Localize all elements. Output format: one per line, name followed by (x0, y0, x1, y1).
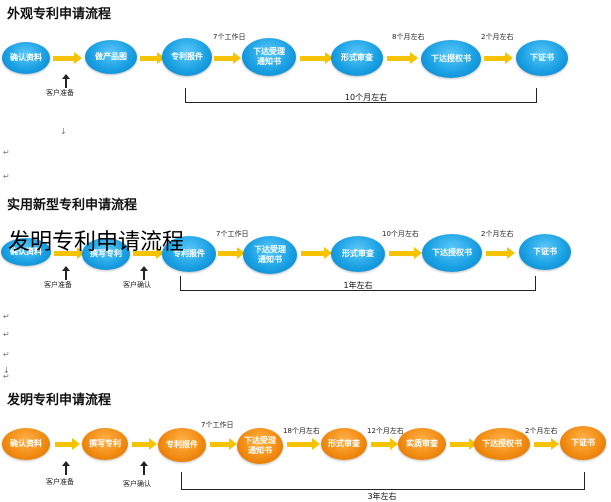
editor-mark-7: ↓ (3, 366, 10, 375)
flow1-node-patent-filing: 专利报件 (162, 38, 212, 76)
editor-mark-5: ↵ (3, 330, 10, 339)
flow3-node-substantive-exam: 实质审查 (398, 428, 446, 460)
flow2-arrow-2 (133, 247, 164, 259)
flow3-label-2-months: 2个月左右 (525, 427, 558, 435)
flow2-arrow-1 (54, 247, 85, 259)
flow2-customer-prep: 客户准备 (44, 281, 72, 289)
flow2-label-7-workdays: 7个工作日 (216, 230, 249, 238)
flow2-up-arrow-icon-2 (140, 266, 148, 280)
flow2-arrow-6 (486, 247, 515, 259)
flow2-node-patent-filing: 专利报件 (162, 236, 216, 272)
flow2-label-2-months: 2个月左右 (481, 230, 514, 238)
flow2-arrow-4 (301, 247, 332, 259)
flow3-arrow-6 (450, 438, 477, 450)
flow2-node-grant-notice: 下达授权书 (422, 234, 482, 272)
flow1-arrow-3 (214, 52, 241, 64)
flow3-label-12-months: 12个月左右 (367, 427, 404, 435)
flow1-node-grant-notice: 下达授权书 (421, 40, 481, 78)
flow3-node-grant-notice: 下达授权书 (474, 428, 530, 460)
flow2-arrow-5 (389, 247, 422, 259)
flow1-label-8-months: 8个月左右 (392, 33, 425, 41)
flow3-arrow-4 (287, 438, 320, 450)
flow3-up-arrow-icon-2 (140, 461, 148, 475)
flow3-arrow-3 (210, 438, 237, 450)
flow3-arrow-5 (371, 438, 398, 450)
flow3-duration: 3年左右 (367, 492, 397, 501)
flow2-customer-confirm: 客户确认 (123, 281, 151, 289)
flow2-node-write-patent: 撰写专利 (82, 238, 130, 270)
flow1-customer-prep: 客户准备 (46, 89, 74, 97)
flow1-title: 外观专利申请流程 (7, 7, 112, 22)
flow3-node-patent-filing: 专利报件 (158, 428, 206, 462)
flow3-node-formal-exam: 形式审查 (321, 428, 367, 460)
flow1-arrow-6 (484, 52, 513, 64)
flow1-node-certificate: 下证书 (516, 40, 568, 76)
flow2-node-formal-exam: 形式审查 (331, 236, 385, 272)
flow3-arrow-1 (55, 438, 80, 450)
flow2-arrow-3 (218, 247, 245, 259)
flow2-duration-bracket (180, 276, 536, 291)
flow3-customer-confirm: 客户确认 (123, 480, 151, 488)
flow2-node-certificate: 下证书 (519, 234, 571, 270)
flow1-label-7-workdays: 7个工作日 (213, 33, 246, 41)
flow3-customer-prep: 客户准备 (46, 478, 74, 486)
flow1-duration-bracket (185, 88, 537, 103)
flow2-node-acceptance-notice: 下达受理 通知书 (243, 236, 297, 274)
flow1-duration: 10个月左右 (344, 93, 388, 102)
flow2-label-10-months: 10个月左右 (382, 230, 419, 238)
editor-mark-1: ↓ (60, 127, 67, 136)
flow1-label-2-months: 2个月左右 (481, 33, 514, 41)
flow1-node-acceptance-notice: 下达受理 通知书 (242, 38, 296, 76)
flow1-arrow-4 (300, 52, 333, 64)
editor-mark-3: ↵ (3, 172, 10, 181)
flow1-up-arrow-icon (62, 74, 70, 88)
flow2-title: 实用新型专利申请流程 (7, 198, 138, 213)
flow3-node-confirm-materials: 确认资料 (2, 428, 50, 460)
flow1-arrow-5 (387, 52, 418, 64)
flow1-node-product-drawing: 做产品图 (85, 40, 137, 74)
editor-mark-6: ↵ (3, 350, 10, 359)
flow1-node-confirm-materials: 确认资料 (2, 42, 50, 74)
flow3-title: 发明专利申请流程 (7, 393, 112, 408)
flow3-label-18-months: 18个月左右 (283, 427, 320, 435)
flow2-up-arrow-icon-1 (62, 266, 70, 280)
flow3-node-write-patent: 撰写专利 (82, 428, 128, 460)
flow2-duration: 1年左右 (343, 281, 373, 290)
flow1-arrow-2 (140, 52, 165, 64)
editor-mark-2: ↵ (3, 148, 10, 157)
flow2-node-confirm-materials: 确认资料 (1, 238, 51, 266)
flow1-arrow-1 (53, 52, 82, 64)
flow3-arrow-2 (132, 438, 157, 450)
flow3-node-certificate: 下证书 (560, 426, 606, 460)
editor-mark-4: ↵ (3, 312, 10, 321)
flow3-up-arrow-icon-1 (62, 461, 70, 475)
flow3-node-acceptance-notice: 下达受理 通知书 (237, 428, 283, 464)
flow3-duration-bracket (181, 472, 585, 490)
flow3-arrow-7 (534, 438, 559, 450)
overlay-heading: 发明专利申请流程 (8, 230, 185, 255)
editor-mark-8: ↵ (3, 372, 10, 381)
flow3-label-7-workdays: 7个工作日 (201, 421, 234, 429)
flow1-node-formal-exam: 形式审查 (331, 40, 383, 76)
